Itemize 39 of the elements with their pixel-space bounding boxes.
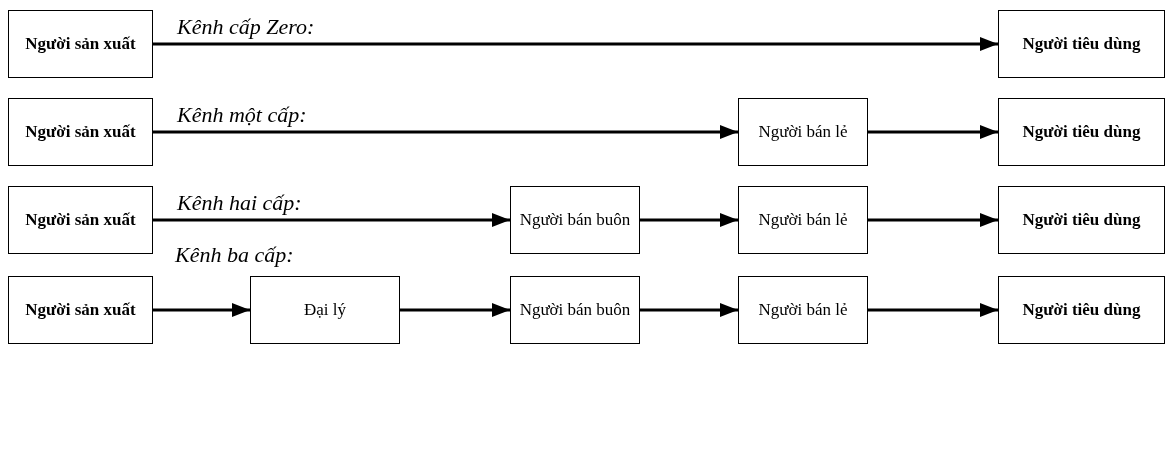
process-box (998, 10, 1165, 78)
box-text: Người tiêu dùng (1022, 33, 1141, 56)
process-box (738, 98, 868, 166)
process-box (738, 276, 868, 344)
box-text: Đại lý (304, 299, 346, 322)
arrow (153, 125, 738, 139)
process-box (8, 10, 153, 78)
arrow (868, 125, 998, 139)
arrow (868, 213, 998, 227)
box-text: Người sản xuất (25, 33, 136, 56)
process-box (8, 276, 153, 344)
box-text: Người sản xuất (25, 299, 136, 322)
box-text: Người tiêu dùng (1022, 299, 1141, 322)
process-box (8, 98, 153, 166)
box-text: Người tiêu dùng (1022, 121, 1141, 144)
process-box (998, 98, 1165, 166)
arrow (153, 303, 250, 317)
box-text: Người bán lẻ (758, 121, 848, 144)
arrow (640, 213, 738, 227)
channel-label: Kênh ba cấp: (175, 244, 294, 266)
arrow (868, 303, 998, 317)
box-text: Người bán lẻ (758, 299, 848, 322)
box-text: Người bán buôn (519, 209, 631, 232)
box-text: Người bán lẻ (758, 209, 848, 232)
box-text: Người bán buôn (519, 299, 631, 322)
arrow (400, 303, 510, 317)
process-box (998, 276, 1165, 344)
arrow (640, 303, 738, 317)
arrow (153, 213, 510, 227)
process-box (510, 186, 640, 254)
process-box (998, 186, 1165, 254)
process-box (8, 186, 153, 254)
arrow (153, 37, 998, 51)
box-text: Người sản xuất (25, 121, 136, 144)
process-box (738, 186, 868, 254)
process-box (510, 276, 640, 344)
process-box (250, 276, 400, 344)
box-text: Người sản xuất (25, 209, 136, 232)
box-text: Người tiêu dùng (1022, 209, 1141, 232)
